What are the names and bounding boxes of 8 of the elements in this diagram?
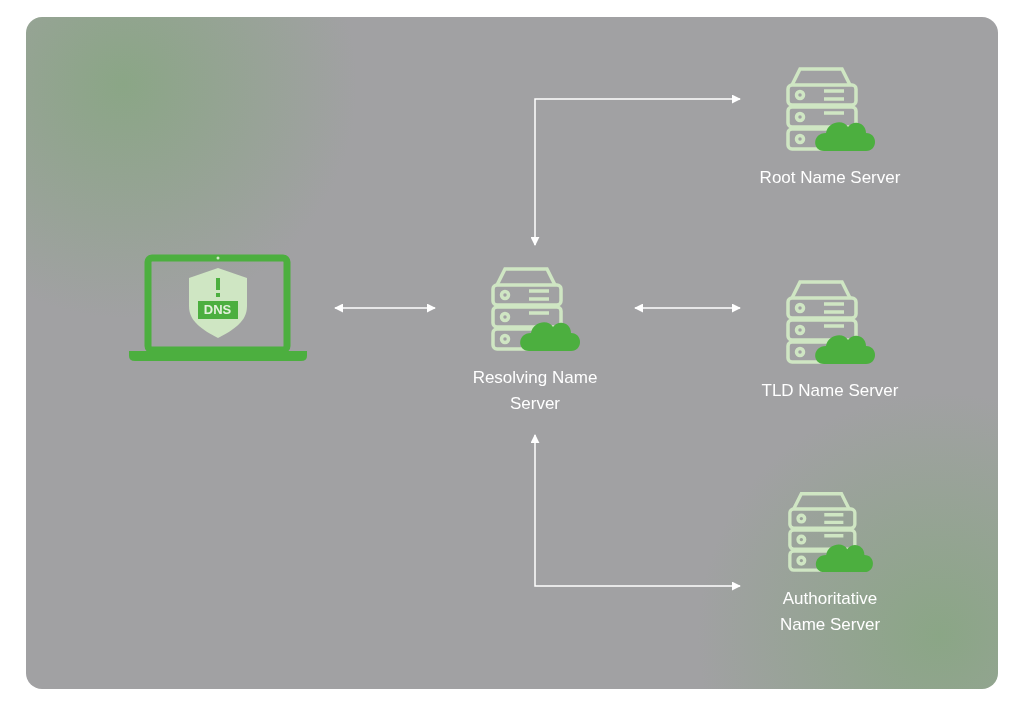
double-arrow — [530, 434, 741, 591]
double-arrow — [530, 94, 741, 246]
double-arrow — [634, 303, 741, 313]
double-arrow — [334, 303, 436, 313]
server-label: Authoritative Name Server — [778, 588, 882, 636]
server-label: Root Name Server — [758, 167, 902, 189]
server-label: Resolving Name Server — [471, 367, 599, 415]
server-label: TLD Name Server — [760, 380, 900, 402]
